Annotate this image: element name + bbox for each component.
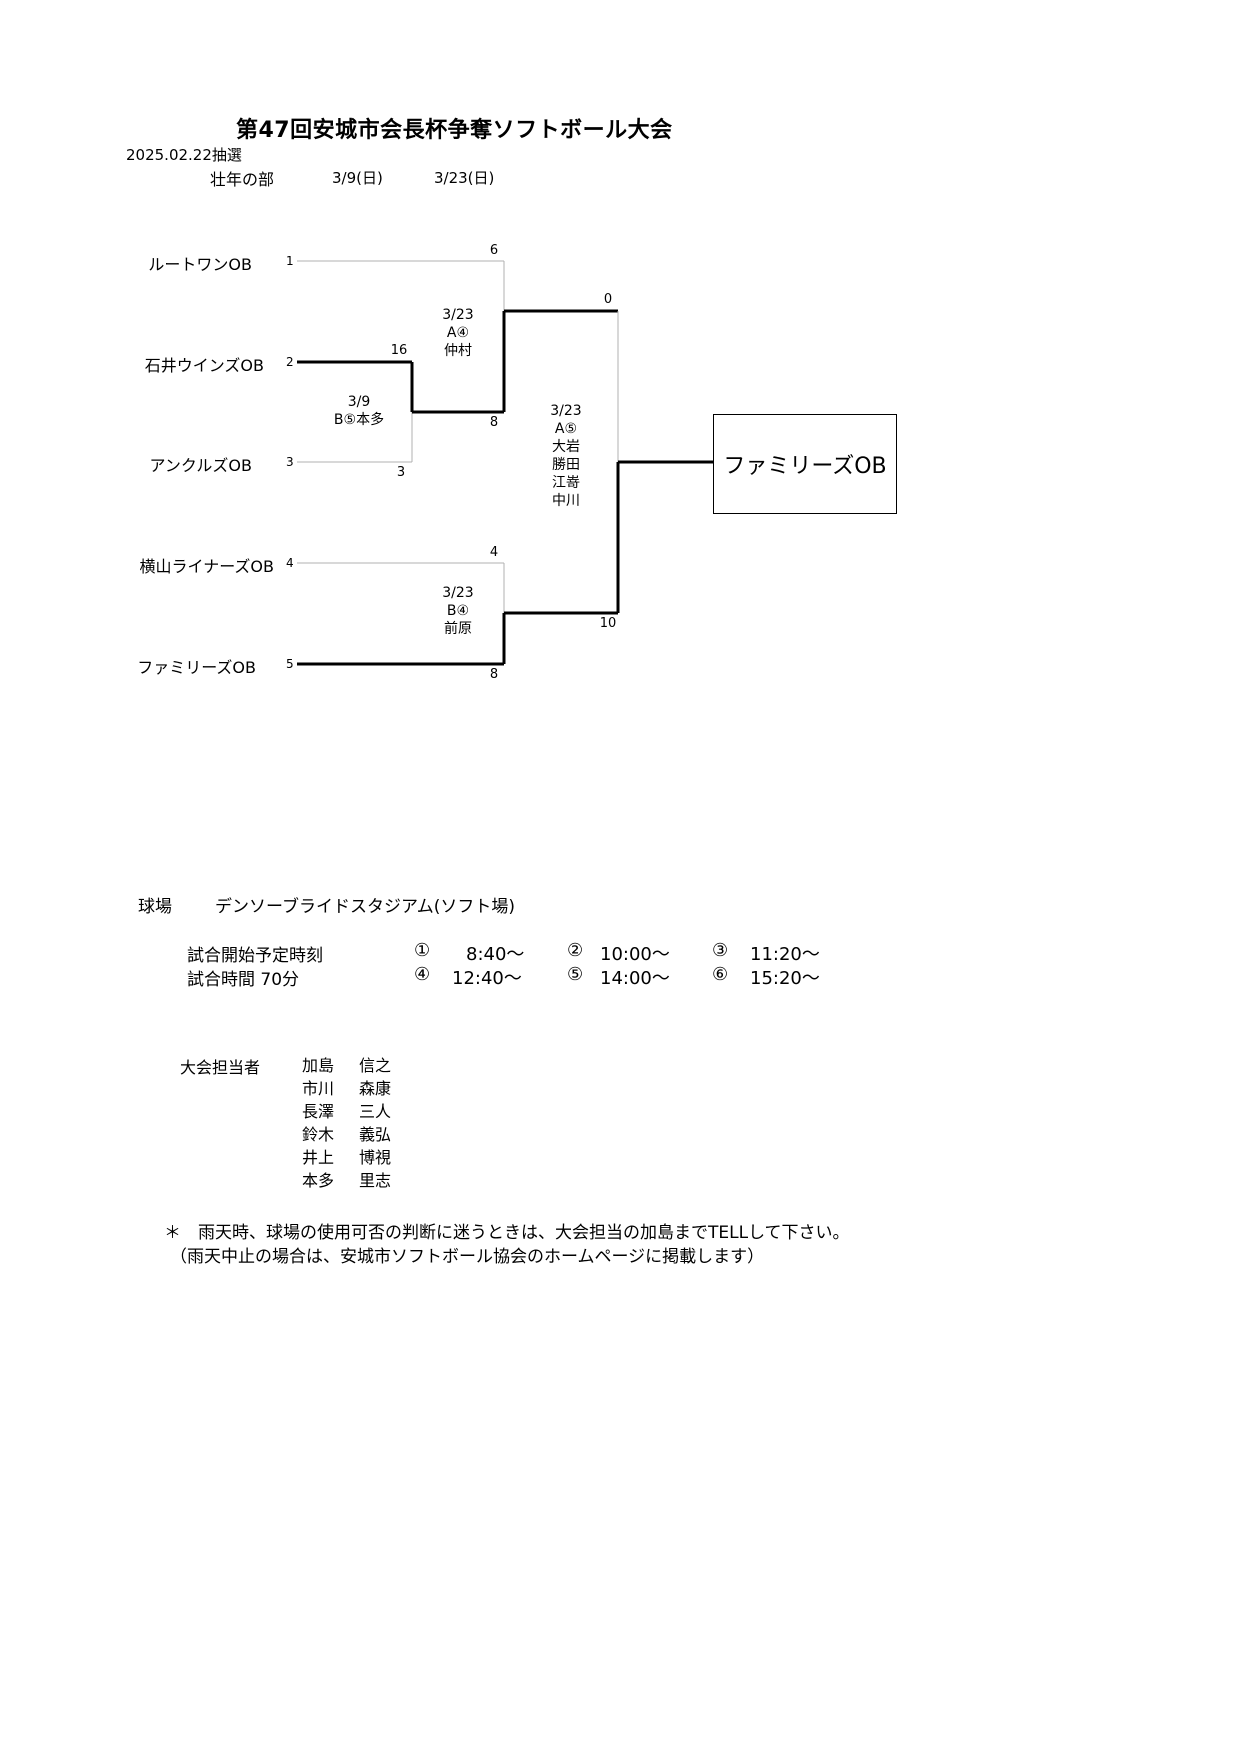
score-sf1-team1: 6 <box>489 243 499 258</box>
game-umpire: 仲村 <box>444 343 472 359</box>
game-info-sf2: 3/23 B④ 前原 <box>428 584 488 638</box>
staff-last-name: 長澤 <box>302 1102 335 1121</box>
staff-first-name: 信之 <box>359 1056 392 1075</box>
start-time-label: 試合開始予定時刻 <box>187 946 323 966</box>
score-sf2-team5: 8 <box>489 667 499 682</box>
team-name-1: ルートワンOB <box>148 255 252 274</box>
team-name-5: ファミリーズOB <box>137 658 256 677</box>
game-info-final: 3/23 A⑤ 大岩 勝田 江嵜 中川 <box>536 402 596 510</box>
rain-note: ＊ 雨天時、球場の使用可否の判断に迷うときは、大会担当の加島までTELLして下さ… <box>164 1223 850 1243</box>
team-name-2: 石井ウインズOB <box>144 356 264 375</box>
team-seed-2: 2 <box>286 355 294 369</box>
slot-4-time: 12:40〜 <box>452 968 522 989</box>
champion-box: ファミリーズOB <box>713 414 897 514</box>
staff-last-name: 市川 <box>302 1079 335 1098</box>
slot-1-time: 8:40〜 <box>466 944 525 965</box>
game-date: 3/23 <box>550 403 582 419</box>
venue-label: 球場 <box>138 897 172 917</box>
score-sf2-team4: 4 <box>489 545 499 560</box>
duration-label: 試合時間 70分 <box>187 970 300 990</box>
slot-4-mark: ④ <box>414 964 431 985</box>
score-final-top: 0 <box>603 292 613 307</box>
slot-3-time: 11:20〜 <box>750 944 820 965</box>
score-r1-team2: 16 <box>390 343 408 358</box>
team-seed-1: 1 <box>286 254 294 268</box>
staff-member: 市川 森康 <box>302 1077 391 1100</box>
game-umpire: 大岩 <box>552 439 580 455</box>
slot-1-mark: ① <box>414 940 431 961</box>
slot-2-mark: ② <box>567 940 584 961</box>
staff-first-name: 里志 <box>359 1171 392 1190</box>
staff-first-name: 三人 <box>359 1102 392 1121</box>
division-label: 壮年の部 <box>210 170 275 189</box>
staff-member: 加島 信之 <box>302 1054 391 1077</box>
slot-2-time: 10:00〜 <box>600 944 670 965</box>
rain-cancel-note: （雨天中止の場合は、安城市ソフトボール協会のホームページに掲載します） <box>170 1247 765 1267</box>
game-field-umpire: B⑤本多 <box>333 412 385 428</box>
score-r1-team3: 3 <box>396 465 406 480</box>
staff-last-name: 加島 <box>302 1056 335 1075</box>
game-date: 3/23 <box>442 307 474 323</box>
champion-name: ファミリーズOB <box>723 454 887 479</box>
game-umpire: 中川 <box>552 493 580 509</box>
page-title: 第47回安城市会長杯争奪ソフトボール大会 <box>236 118 673 143</box>
slot-5-time: 14:00〜 <box>600 968 670 989</box>
slot-6-mark: ⑥ <box>712 964 729 985</box>
team-name-4: 横山ライナーズOB <box>139 557 274 576</box>
game-field: B④ <box>446 603 470 619</box>
game-info-sf1: 3/23 A④ 仲村 <box>428 306 488 360</box>
team-name-3: アンクルズOB <box>149 456 252 475</box>
draw-date: 2025.02.22抽選 <box>126 146 242 164</box>
venue-name: デンソーブライドスタジアム(ソフト場) <box>215 897 516 917</box>
staff-first-name: 森康 <box>359 1079 392 1098</box>
game-info-r1: 3/9 B⑤本多 <box>314 393 404 429</box>
staff-first-name: 博視 <box>359 1148 392 1167</box>
staff-last-name: 井上 <box>302 1148 335 1167</box>
staff-member: 本多 里志 <box>302 1169 391 1192</box>
team-seed-5: 5 <box>286 657 294 671</box>
score-final-bottom: 10 <box>599 616 617 631</box>
round1-date: 3/9(日) <box>332 169 383 187</box>
slot-6-time: 15:20〜 <box>750 968 820 989</box>
team-seed-3: 3 <box>286 455 294 469</box>
game-field: A⑤ <box>554 421 578 437</box>
staff-first-name: 義弘 <box>359 1125 392 1144</box>
game-umpire: 前原 <box>444 621 472 637</box>
staff-member: 鈴木 義弘 <box>302 1123 391 1146</box>
game-umpire: 江嵜 <box>552 475 580 491</box>
staff-label: 大会担当者 <box>180 1058 261 1077</box>
game-field: A④ <box>446 325 470 341</box>
staff-member: 井上 博視 <box>302 1146 391 1169</box>
staff-last-name: 鈴木 <box>302 1125 335 1144</box>
round2-date: 3/23(日) <box>434 169 495 187</box>
score-sf1-winner: 8 <box>489 415 499 430</box>
staff-member: 長澤 三人 <box>302 1100 391 1123</box>
team-seed-4: 4 <box>286 556 294 570</box>
slot-5-mark: ⑤ <box>567 964 584 985</box>
game-date: 3/23 <box>442 585 474 601</box>
staff-list: 加島 信之 市川 森康 長澤 三人 鈴木 義弘 井上 博視 本多 里志 <box>302 1054 391 1192</box>
game-umpire: 勝田 <box>552 457 580 473</box>
slot-3-mark: ③ <box>712 940 729 961</box>
staff-last-name: 本多 <box>302 1171 335 1190</box>
game-date: 3/9 <box>347 394 371 410</box>
